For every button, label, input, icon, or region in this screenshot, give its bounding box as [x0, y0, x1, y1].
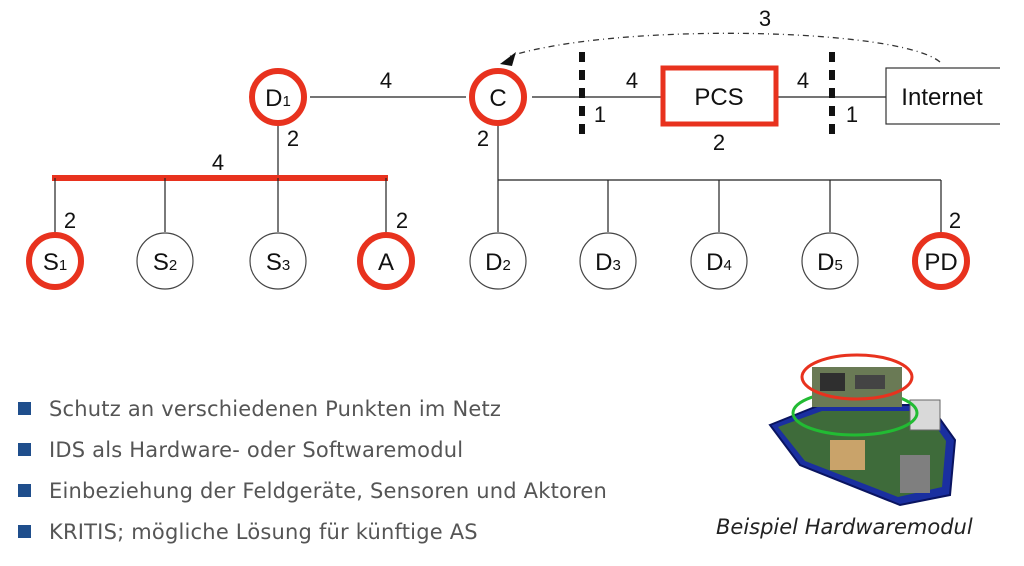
bullet-item: Einbeziehung der Feldgeräte, Sensoren un…	[18, 470, 607, 511]
label-d1-down: 2	[287, 126, 299, 151]
internet-box	[885, 67, 1007, 125]
node-d2-circle	[469, 232, 527, 290]
node-c-label: C	[489, 85, 506, 112]
node-d1-circle	[249, 68, 307, 126]
bullet-square-icon	[18, 443, 31, 456]
bullet-list: Schutz an verschiedenen Punkten im Netz …	[18, 388, 607, 552]
node-pd-label: PD	[924, 249, 957, 276]
loop-arrow-path	[509, 32, 941, 63]
node-d4-label: D4	[706, 249, 732, 276]
node-s3-label: S3	[266, 249, 290, 276]
label-barrier-right: 1	[846, 102, 858, 127]
bullet-item: Schutz an verschiedenen Punkten im Netz	[18, 388, 607, 429]
node-d2-label: D2	[485, 249, 511, 276]
label-bus: 4	[212, 150, 224, 175]
node-d3-label: D3	[595, 249, 621, 276]
bullet-square-icon	[18, 402, 31, 415]
label-pcs-below: 2	[713, 130, 725, 155]
node-c-circle	[469, 68, 527, 126]
node-s1-label: S1	[43, 249, 67, 276]
label-s1: 2	[64, 208, 76, 233]
label-d1-c: 4	[380, 68, 392, 93]
node-d1-label: D1	[265, 85, 291, 112]
bullet-square-icon	[18, 484, 31, 497]
node-a-circle	[357, 232, 415, 290]
hardware-caption: Beispiel Hardwaremodul	[716, 515, 973, 539]
pcs-label: PCS	[694, 84, 743, 111]
label-c-pcs: 4	[626, 68, 638, 93]
label-pd: 2	[949, 208, 961, 233]
node-d4-circle	[690, 232, 748, 290]
node-s1-circle	[26, 232, 84, 290]
node-a-label: A	[378, 249, 394, 276]
bullet-item: KRITIS; mögliche Lösung für künftige AS	[18, 511, 607, 552]
label-c-down: 2	[477, 126, 489, 151]
hardware-module-image	[768, 353, 957, 507]
label-barrier-left: 1	[594, 102, 606, 127]
pcs-box	[660, 65, 779, 127]
node-d5-circle	[801, 232, 859, 290]
label-a: 2	[396, 208, 408, 233]
label-loop: 3	[759, 6, 771, 31]
node-s2-label: S2	[153, 249, 177, 276]
node-layer: D1 C S1 S2 S3 A D2 D3 D4 D5 PD	[26, 68, 970, 290]
internet-label: Internet	[901, 84, 983, 111]
bullet-item: IDS als Hardware- oder Softwaremodul	[18, 429, 607, 470]
node-d3-circle	[579, 232, 637, 290]
node-s2-circle	[136, 232, 194, 290]
node-pd-circle	[912, 232, 970, 290]
network-diagram: PCS Internet 4 4 4 2 4 2 2 2 2 2 1 1 3 D…	[26, 6, 1007, 290]
label-pcs-internet: 4	[797, 68, 809, 93]
bullet-square-icon	[18, 525, 31, 538]
loop-arrowhead	[500, 52, 516, 66]
node-d5-label: D5	[817, 249, 843, 276]
node-s3-circle	[249, 232, 307, 290]
